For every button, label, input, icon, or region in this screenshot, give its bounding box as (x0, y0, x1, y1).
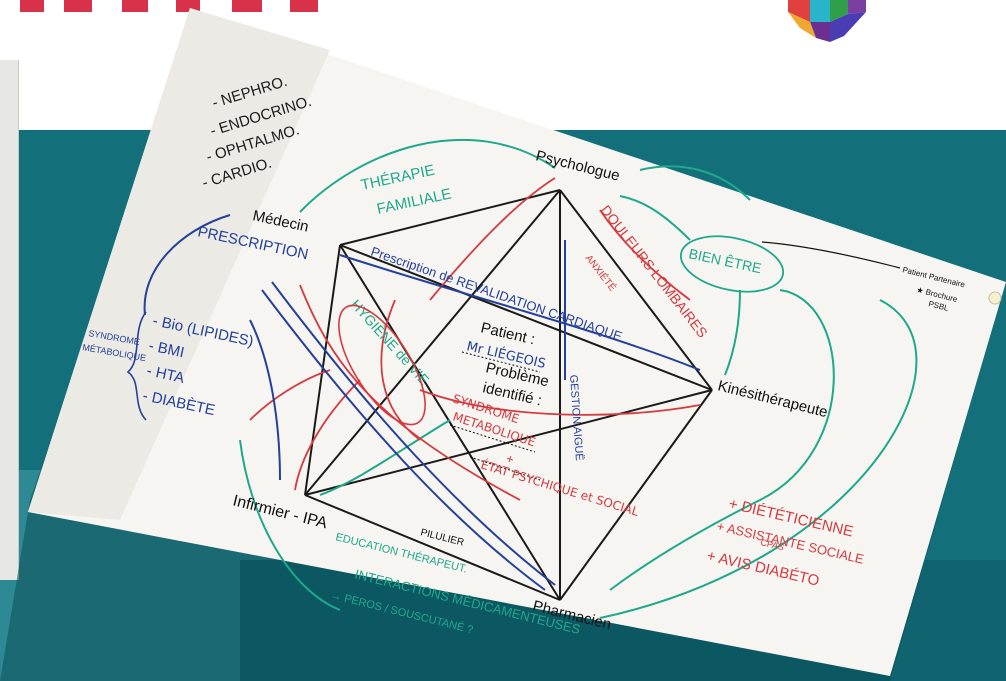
arrow-hygiene-psy (429, 177, 556, 301)
arrow-therapie (299, 138, 556, 213)
center-dotted-1 (461, 351, 541, 373)
green-arrows (239, 138, 918, 619)
arrow-pharmacien-infirmier (239, 439, 341, 611)
background-photo-edge (0, 60, 19, 580)
edge-pharmacien-infirmier (304, 494, 561, 601)
arrow-bien-etre-loop (609, 289, 835, 591)
center-plus: + (504, 451, 516, 468)
edge-medecin-pharmacien (339, 244, 561, 601)
arrow-red-1 (294, 379, 361, 491)
label-gestion: GESTION AIGUË (567, 374, 585, 461)
arrow-prescription (143, 214, 231, 316)
logo-facet (788, 12, 816, 38)
arrow-red-4 (599, 209, 691, 301)
flipchart-sheet-shade (28, 8, 330, 520)
arrow-prescription-pharma-2 (271, 281, 556, 586)
cropped-title (20, 0, 318, 12)
title-fragment (122, 0, 148, 12)
edge-medecin-kine (339, 244, 713, 391)
edge-kine-infirmier (304, 389, 713, 496)
logo-facet (848, 0, 866, 14)
arrow-bien-etre-kine (724, 289, 741, 376)
arrow-patient-infirmier (319, 419, 451, 496)
brand-logo (788, 0, 866, 42)
center-dotted-2 (449, 424, 536, 453)
title-fragment (176, 0, 200, 12)
edge-kine-pharmacien (559, 389, 713, 601)
arrow-bien-etre-psy (619, 195, 691, 241)
title-fragment (232, 0, 262, 12)
arrow-revalidation (339, 254, 701, 371)
hygiene-circle (338, 304, 426, 426)
brace (126, 311, 147, 421)
arrow-red-3 (249, 369, 331, 421)
title-fragment (290, 0, 318, 12)
arrow-bio (249, 319, 281, 481)
edge-infirmier-medecin (304, 244, 341, 496)
logo-facet (788, 0, 810, 22)
arrow-red-2 (419, 389, 701, 416)
arrow-prescription-pharma (261, 289, 546, 591)
center-dotted-3 (469, 456, 541, 481)
edge-psychologue-kine (559, 189, 713, 391)
edge-psychologue-infirmier (304, 189, 561, 496)
logo-facet (830, 12, 866, 42)
title-fragment (20, 0, 44, 12)
edge-medecin-psychologue (339, 189, 561, 246)
collaboration-network (304, 189, 713, 601)
pin (988, 291, 1002, 305)
logo-facet (830, 0, 848, 22)
title-fragment (64, 0, 92, 12)
note-arrow (761, 241, 901, 269)
bien-etre-circle (679, 235, 785, 293)
logo-facet (810, 0, 830, 22)
arrow-psy-bien-etre (639, 165, 751, 201)
arrow-right-loop (599, 299, 918, 619)
logo-facet (810, 22, 830, 42)
blue-arrows (143, 214, 701, 591)
